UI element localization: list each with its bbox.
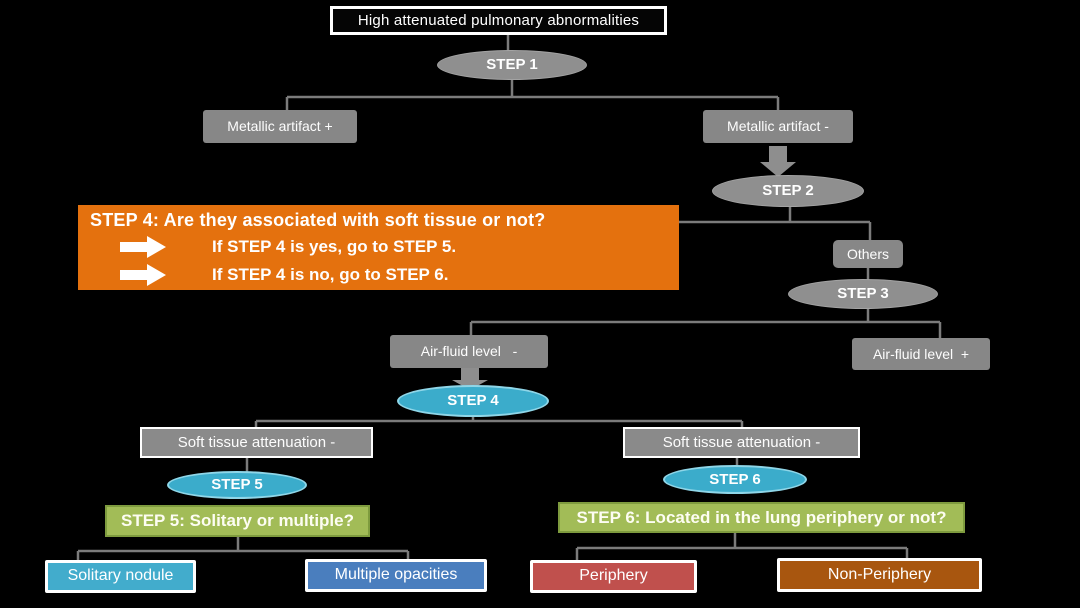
air-fluid-level-negative-node: Air-fluid level - xyxy=(390,335,548,368)
step4-ellipse: STEP 4 xyxy=(397,385,549,417)
step2-ellipse: STEP 2 xyxy=(712,175,864,207)
right-arrow-icon xyxy=(120,235,166,258)
step3-ellipse: STEP 3 xyxy=(788,279,938,309)
down-arrow-icon xyxy=(760,146,796,177)
step4-explanation-callout: STEP 4: Are they associated with soft ti… xyxy=(78,205,679,290)
callout-rule-no: If STEP 4 is no, go to STEP 6. xyxy=(212,264,449,284)
callout-rule-yes: If STEP 4 is yes, go to STEP 5. xyxy=(212,236,457,256)
right-arrow-icon xyxy=(120,263,166,286)
soft-tissue-attenuation-right-node: Soft tissue attenuation - xyxy=(623,427,860,458)
solitary-nodule-node: Solitary nodule xyxy=(45,560,196,593)
root-node-title: High attenuated pulmonary abnormalities xyxy=(330,6,667,35)
non-periphery-node: Non-Periphery xyxy=(777,558,982,592)
callout-question: STEP 4: Are they associated with soft ti… xyxy=(90,210,546,230)
step5-ellipse: STEP 5 xyxy=(167,471,307,499)
periphery-node: Periphery xyxy=(530,560,697,593)
air-fluid-level-positive-node: Air-fluid level + xyxy=(852,338,990,370)
step1-ellipse: STEP 1 xyxy=(437,50,587,80)
metallic-artifact-negative-node: Metallic artifact - xyxy=(703,110,853,143)
soft-tissue-attenuation-left-node: Soft tissue attenuation - xyxy=(140,427,373,458)
others-node: Others xyxy=(833,240,903,268)
metallic-artifact-positive-node: Metallic artifact + xyxy=(203,110,357,143)
step6-question-node: STEP 6: Located in the lung periphery or… xyxy=(558,502,965,533)
step5-question-node: STEP 5: Solitary or multiple? xyxy=(105,505,370,537)
multiple-opacities-node: Multiple opacities xyxy=(305,559,487,592)
step6-ellipse: STEP 6 xyxy=(663,465,807,494)
